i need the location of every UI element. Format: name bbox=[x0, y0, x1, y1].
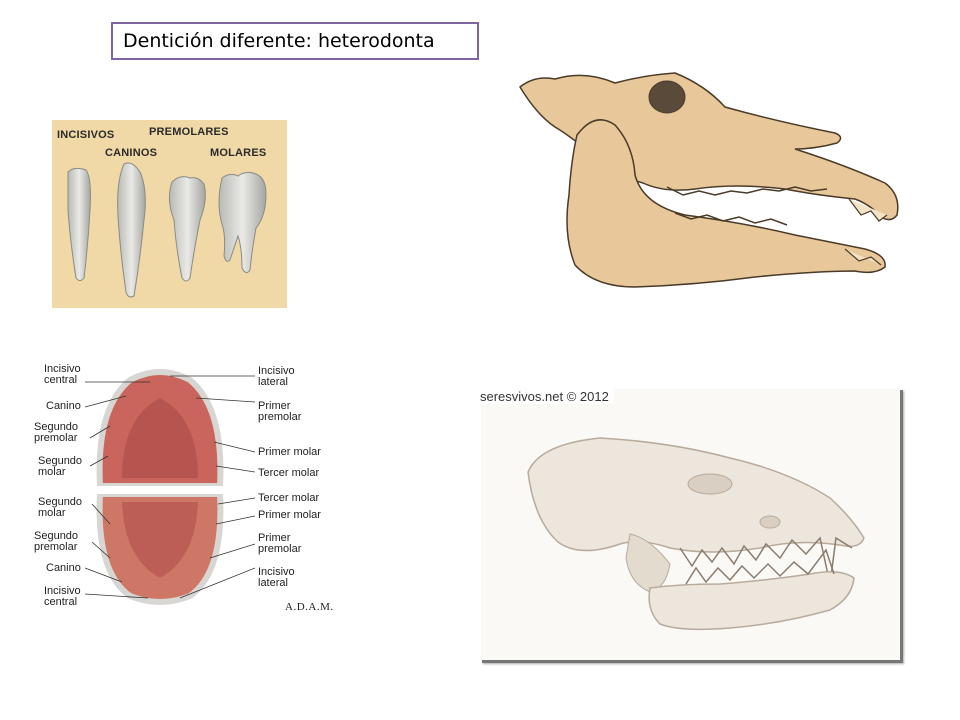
label-right-5: Tercer molar bbox=[258, 492, 320, 504]
premolar-tooth bbox=[168, 176, 206, 282]
label-caninos: CANINOS bbox=[105, 147, 158, 159]
label-left-6: Segundo premolar bbox=[34, 530, 79, 553]
label-left-5: Segundo molar bbox=[38, 496, 83, 519]
label-right-2: Primer premolar bbox=[258, 400, 302, 423]
horse-skull-drawing bbox=[519, 72, 899, 288]
molar-tooth bbox=[218, 171, 267, 274]
label-right-6: Primer molar bbox=[258, 509, 321, 521]
image-credit: seresvivos.net © 2012 bbox=[480, 389, 613, 404]
label-left-7: Canino bbox=[46, 562, 81, 574]
label-left-1: Incisivo central bbox=[44, 363, 81, 386]
label-molares: MOLARES bbox=[210, 147, 267, 159]
canine-tooth bbox=[117, 162, 146, 298]
label-right-1: Incisivo lateral bbox=[258, 365, 295, 388]
label-left-3: Segundo premolar bbox=[34, 421, 79, 444]
dental-arch-drawing bbox=[84, 369, 256, 605]
label-right-3: Primer molar bbox=[258, 446, 321, 458]
label-right-4: Tercer molar bbox=[258, 467, 320, 479]
tooth-types-image: INCISIVOS PREMOLARES CANINOS MOLARES bbox=[52, 120, 287, 308]
label-premolares: PREMOLARES bbox=[149, 126, 229, 138]
incisor-tooth bbox=[67, 167, 91, 281]
carnivore-skull-drawing bbox=[527, 437, 865, 631]
label-left-2: Canino bbox=[46, 400, 81, 412]
label-left-4: Segundo molar bbox=[38, 455, 83, 478]
dental-arch-diagram: Incisivo central Canino Segundo premolar… bbox=[30, 358, 370, 620]
slide-title: Dentición diferente: heterodonta bbox=[111, 22, 479, 60]
label-incisivos: INCISIVOS bbox=[57, 129, 115, 141]
label-right-8: Incisivo lateral bbox=[258, 566, 295, 589]
carnivore-skull-image: seresvivos.net © 2012 bbox=[480, 388, 904, 663]
tooth-shapes bbox=[67, 162, 267, 298]
adam-logo: A.D.A.M. bbox=[285, 601, 334, 613]
label-left-8: Incisivo central bbox=[44, 585, 81, 608]
label-right-7: Primer premolar bbox=[258, 532, 302, 555]
herbivore-skull-image bbox=[515, 65, 905, 295]
